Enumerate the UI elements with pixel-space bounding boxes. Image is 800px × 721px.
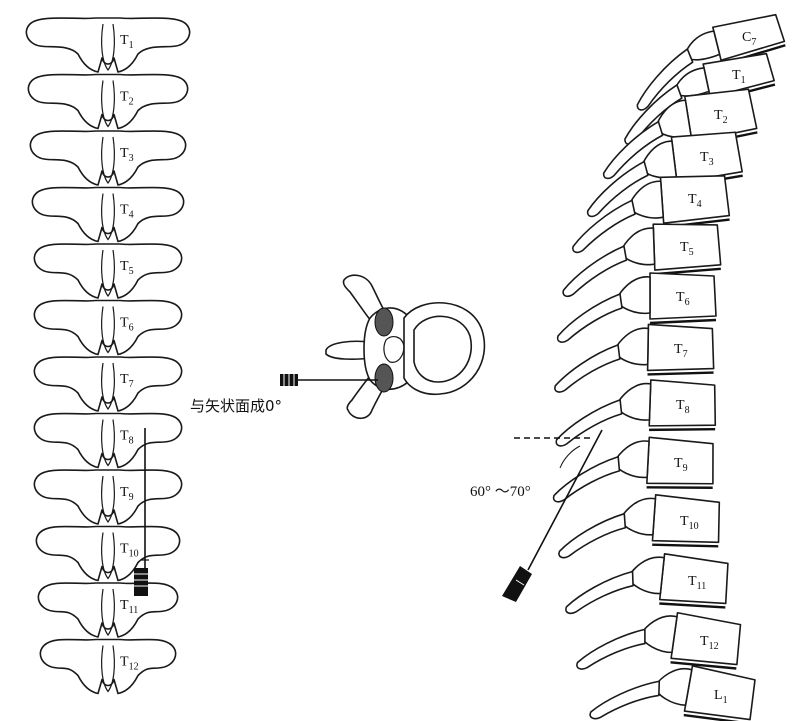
posterior-vertebra: T5	[33, 243, 183, 299]
posterior-vertebra: T9	[33, 469, 183, 525]
posterior-vertebra: T3	[29, 130, 187, 186]
axial-needle	[280, 374, 378, 386]
lateral-vertebra: T8	[555, 379, 717, 447]
lateral-vertebra: T12	[576, 611, 742, 670]
axial-vertebra-view	[325, 274, 486, 420]
sagittal-angle-annotation: 与矢状面成0°	[190, 397, 282, 415]
posterior-vertebra: T8	[33, 412, 183, 469]
posterior-vertebra: T12	[39, 638, 177, 695]
lateral-vertebra: T3	[586, 131, 743, 218]
lateral-vertebra: T2	[602, 88, 758, 180]
needle-angle-annotation: 60° ～70°	[470, 484, 531, 500]
posterior-vertebra: T2	[27, 73, 189, 130]
posterior-vertebra: T10	[35, 525, 181, 582]
lateral-needle	[502, 429, 603, 602]
angle-arc	[559, 445, 581, 469]
posterior-needle	[134, 428, 149, 596]
lateral-vertebra: T9	[552, 436, 714, 503]
lateral-vertebra: T1	[624, 52, 776, 145]
posterior-vertebra: T11	[37, 582, 179, 638]
posterior-vertebra: T7	[33, 356, 183, 412]
lateral-vertebra: T7	[554, 323, 715, 393]
lateral-vertebra: T10	[558, 494, 721, 559]
lateral-vertebra: L1	[589, 664, 756, 721]
lateral-vertebra: T5	[562, 223, 722, 298]
lateral-vertebra: T6	[556, 272, 717, 343]
posterior-vertebra: T1	[25, 17, 191, 73]
lateral-vertebra: T11	[565, 552, 729, 615]
posterior-vertebra: T6	[33, 299, 183, 356]
posterior-vertebra: T4	[31, 186, 185, 243]
lateral-vertebra: T4	[572, 175, 731, 254]
